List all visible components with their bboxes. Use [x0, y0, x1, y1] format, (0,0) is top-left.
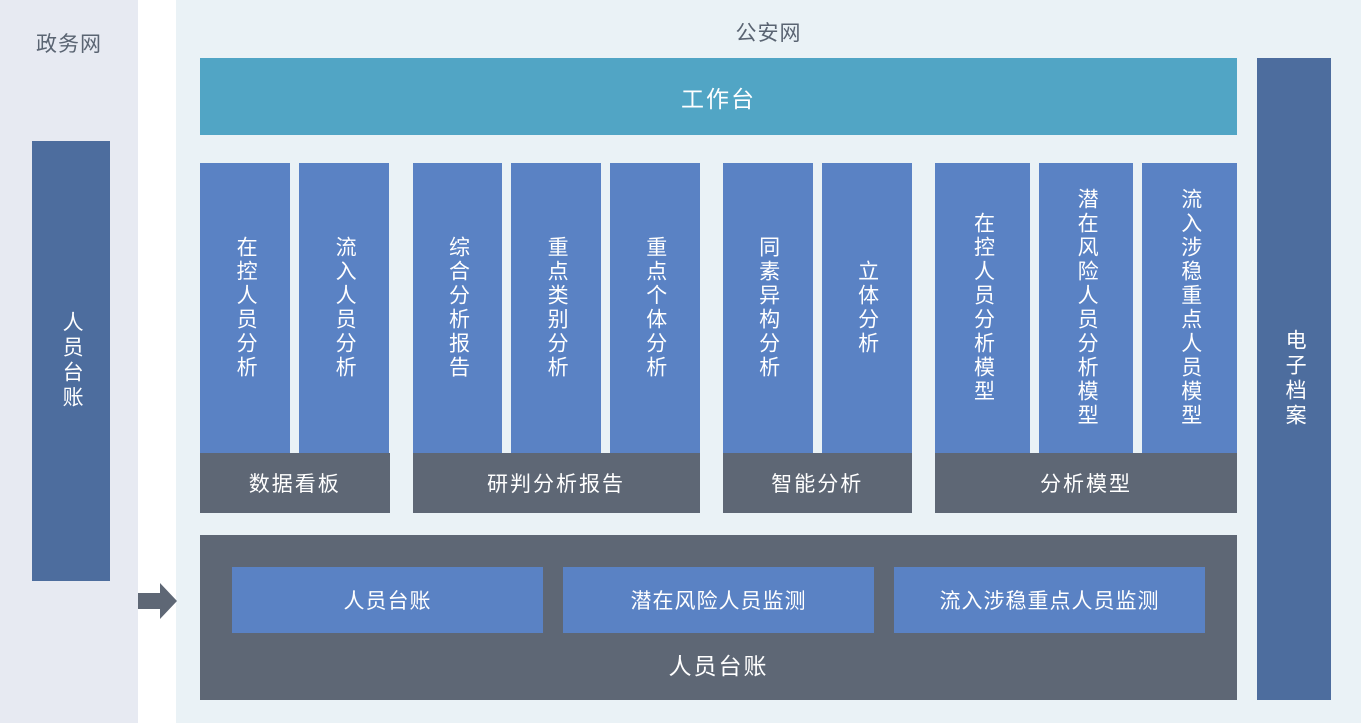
module-group-cards: 综合分析报告 重点类别分析 重点个体分析	[412, 163, 700, 453]
module-group-analysis-models: 在控人员分析模型 潜在风险人员分析模型 流入涉稳重点人员模型 分析模型	[935, 163, 1237, 513]
personnel-ledger-panel: 人员台账 潜在风险人员监测 流入涉稳重点人员监测 人员台账	[200, 535, 1237, 700]
personnel-ledger-button[interactable]: 人员台账	[232, 567, 543, 633]
electronic-archive-stack[interactable]: 电子档案	[1257, 58, 1331, 700]
personnel-ledger-button-row: 人员台账 潜在风险人员监测 流入涉稳重点人员监测	[232, 567, 1205, 633]
workbench-bar[interactable]: 工作台	[200, 58, 1237, 135]
module-card-label: 流入涉稳重点人员模型	[1178, 188, 1202, 428]
module-card[interactable]: 在控人员分析	[200, 163, 290, 453]
module-card[interactable]: 潜在风险人员分析模型	[1038, 163, 1134, 453]
module-card-label: 在控人员分析	[234, 236, 258, 380]
module-card-label: 潜在风险人员分析模型	[1075, 188, 1099, 428]
module-group-label: 分析模型	[935, 453, 1237, 513]
module-card-label: 立体分析	[855, 260, 879, 356]
inflow-key-personnel-monitor-button-label: 流入涉稳重点人员监测	[939, 590, 1160, 613]
module-card-label: 流入人员分析	[333, 236, 357, 380]
potential-risk-monitor-button[interactable]: 潜在风险人员监测	[563, 567, 874, 633]
module-card[interactable]: 流入人员分析	[299, 163, 389, 453]
module-card-label: 在控人员分析模型	[971, 212, 995, 404]
electronic-archive-label: 电子档案	[1283, 329, 1307, 429]
module-group-label: 智能分析	[722, 453, 913, 513]
module-card[interactable]: 重点个体分析	[609, 163, 700, 453]
module-group-label: 研判分析报告	[412, 453, 700, 513]
module-card[interactable]: 在控人员分析模型	[935, 163, 1030, 453]
module-card[interactable]: 流入涉稳重点人员模型	[1142, 163, 1237, 453]
government-network-title: 政务网	[36, 33, 102, 56]
workbench-label: 工作台	[681, 85, 756, 112]
module-card-label: 重点类别分析	[545, 236, 569, 380]
inflow-key-personnel-monitor-button[interactable]: 流入涉稳重点人员监测	[894, 567, 1205, 633]
module-card[interactable]: 综合分析报告	[412, 163, 503, 453]
module-card[interactable]: 重点类别分析	[511, 163, 601, 453]
module-card-label: 同素异构分析	[756, 236, 780, 380]
module-group-data-dashboard: 在控人员分析 流入人员分析 数据看板	[200, 163, 390, 513]
module-group-cards: 在控人员分析模型 潜在风险人员分析模型 流入涉稳重点人员模型	[935, 163, 1237, 453]
module-group-intelligent-analysis: 同素异构分析 立体分析 智能分析	[722, 163, 913, 513]
module-group-cards: 在控人员分析 流入人员分析	[200, 163, 390, 453]
module-group-analysis-report: 综合分析报告 重点类别分析 重点个体分析 研判分析报告	[412, 163, 700, 513]
module-group-cards: 同素异构分析 立体分析	[722, 163, 913, 453]
police-network-title: 公安网	[735, 22, 802, 45]
module-card-label: 综合分析报告	[446, 236, 470, 380]
module-card[interactable]: 同素异构分析	[722, 163, 813, 453]
module-groups-row: 在控人员分析 流入人员分析 数据看板 综合分析报告 重点类别分析 重点个体分析	[200, 163, 1237, 513]
right-arrow-icon	[138, 582, 178, 620]
module-group-label: 数据看板	[200, 453, 390, 513]
module-card[interactable]: 立体分析	[821, 163, 912, 453]
personnel-ledger-source-stack[interactable]: 人员台账	[32, 141, 110, 581]
personnel-ledger-source-label: 人员台账	[60, 311, 84, 411]
personnel-ledger-panel-label: 人员台账	[668, 653, 769, 679]
personnel-ledger-button-label: 人员台账	[343, 590, 432, 613]
module-card-label: 重点个体分析	[643, 236, 667, 380]
potential-risk-monitor-button-label: 潜在风险人员监测	[630, 590, 807, 613]
